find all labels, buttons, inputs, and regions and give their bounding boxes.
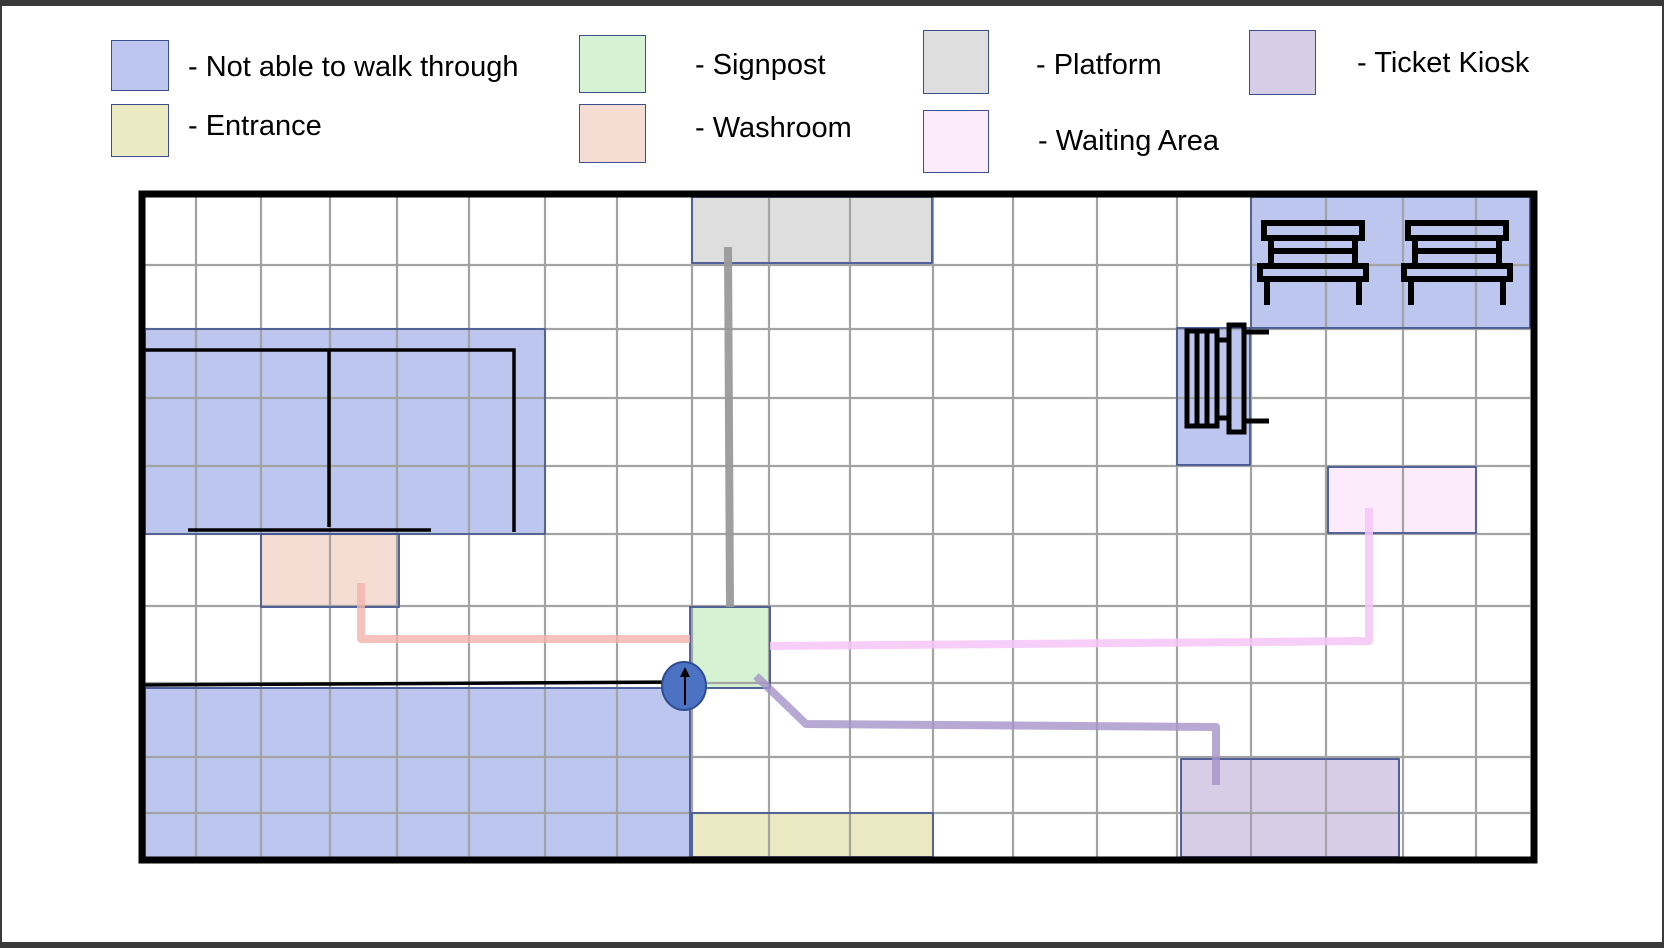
legend-label-washroom: - Washroom bbox=[695, 112, 852, 144]
route-to-washroom bbox=[357, 583, 690, 643]
zone-entrance bbox=[691, 812, 934, 858]
legend-swatch-signpost bbox=[579, 35, 646, 93]
legend-swatch-waiting-area bbox=[923, 110, 989, 173]
bench-icon bbox=[1401, 220, 1513, 305]
legend-swatch-platform bbox=[923, 30, 989, 94]
wall-lower bbox=[144, 680, 691, 687]
zone-not-walkable-bench-area bbox=[1250, 196, 1531, 329]
legend-swatch-entrance bbox=[111, 104, 169, 157]
station-boundary bbox=[138, 190, 1538, 864]
route-to-ticket-kiosk bbox=[753, 673, 1220, 785]
legend-label-signpost: - Signpost bbox=[695, 49, 826, 81]
route-to-waiting-area bbox=[769, 508, 1373, 650]
bench-icon bbox=[1257, 220, 1369, 305]
legend-swatch-not-walkable bbox=[111, 40, 169, 91]
you-are-here-marker-icon bbox=[661, 661, 707, 711]
legend-label-platform: - Platform bbox=[1036, 49, 1162, 81]
walls bbox=[144, 348, 691, 687]
legend-swatch-ticket-kiosk bbox=[1249, 30, 1316, 95]
route-to-platform bbox=[724, 246, 734, 608]
legend-label-not-walkable: - Not able to walk through bbox=[188, 51, 519, 83]
legend-swatch-washroom bbox=[579, 104, 646, 163]
fence-icon bbox=[1184, 322, 1269, 435]
wall-upper-left bbox=[145, 348, 516, 532]
zone-not-walkable-left-upper bbox=[144, 328, 546, 535]
legend-label-waiting-area: - Waiting Area bbox=[1038, 125, 1220, 157]
zone-not-walkable-left-lower bbox=[144, 687, 691, 859]
legend-label-entrance: - Entrance bbox=[188, 110, 322, 142]
routes bbox=[357, 246, 1373, 785]
zone-fills bbox=[144, 196, 1531, 859]
legend-label-ticket-kiosk: - Ticket Kiosk bbox=[1357, 47, 1530, 79]
